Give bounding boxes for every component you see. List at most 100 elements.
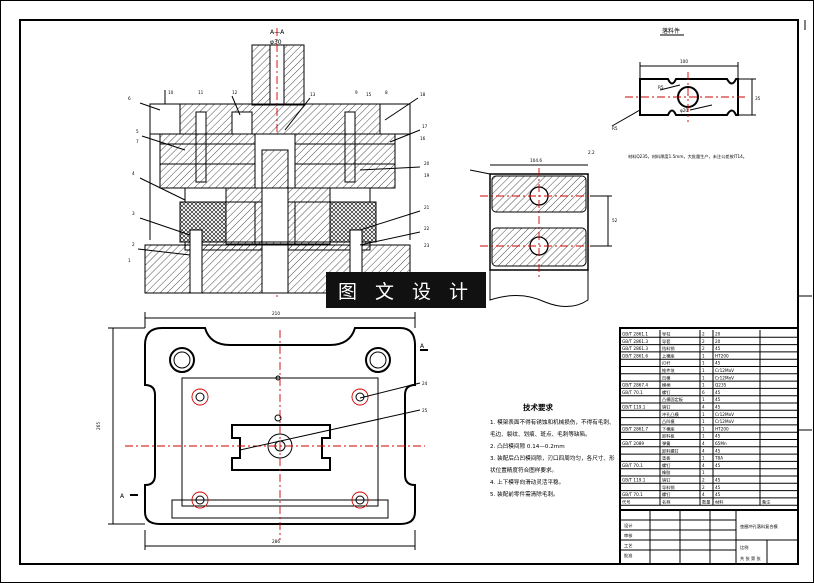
- bom-cell: GB/T 119.1: [622, 405, 646, 410]
- callout: 16: [420, 136, 426, 141]
- part-radius-1: R5: [658, 85, 664, 90]
- bom-cell: GB/T 2861.6: [622, 353, 648, 358]
- title-label-design: 设计: [624, 522, 632, 529]
- bom-cell: 45: [715, 485, 721, 490]
- callouts-left: 6 5 7 4 3 2 1: [128, 96, 139, 263]
- callout: 18: [420, 92, 426, 97]
- bom-cell: 1: [702, 368, 705, 373]
- callout: 25: [422, 408, 428, 413]
- bom-cell: 4: [702, 405, 705, 410]
- part-height: 35: [755, 96, 761, 101]
- technical-requirements: 技术要求 1. 模架表面不得有锈蚀和机械损伤，不得有毛刺、 毛边、裂纹、划痕、斑…: [490, 402, 615, 498]
- callout: 17: [422, 124, 428, 129]
- bom-cell: 65Mn: [715, 441, 727, 446]
- drawing-name: 垫圈冲孔落料复合模: [740, 523, 779, 530]
- bom-cell: 1: [702, 419, 705, 424]
- watermark-text: 图 文 设 计: [338, 281, 474, 303]
- bom-cell: 螺钉: [662, 462, 671, 469]
- bom-cell: 2: [702, 339, 705, 344]
- bom-cell: GB/T 119.1: [622, 478, 646, 483]
- part-note: 材料Q235，材料厚度1.5mm，大批量生产，未注公差按IT14。: [628, 153, 747, 160]
- bom-cell: 推件块: [662, 367, 675, 374]
- title-label-process: 工艺: [624, 543, 632, 548]
- bom-cell: 2: [702, 478, 705, 483]
- callout: 23: [424, 243, 430, 248]
- bom-cell: 4: [702, 492, 705, 497]
- callout: 20: [424, 161, 430, 166]
- bom-cell: GB/T 2089: [622, 441, 644, 446]
- callout: 6: [128, 96, 131, 101]
- watermark-banner: [326, 272, 486, 308]
- bom-cell: GB/T 2861.3: [622, 346, 648, 351]
- plan-dim-bottom: 286: [272, 539, 280, 544]
- leader-lines: [137, 95, 421, 256]
- bom-cell: 45: [715, 405, 721, 410]
- callout: 4: [132, 171, 135, 176]
- bom-cell: 导套: [662, 338, 671, 345]
- callout: 8: [385, 90, 388, 95]
- bom-cell: 20: [715, 339, 721, 344]
- callout: 2: [132, 242, 135, 247]
- tech-req-title: 技术要求: [523, 402, 553, 412]
- title-label-approve: 批准: [624, 552, 632, 559]
- bom-cell: 1: [702, 456, 705, 461]
- bom-cell: 卸料板: [662, 433, 675, 440]
- bom-cell: 1: [702, 470, 705, 475]
- section-mark-a-top: A: [420, 343, 425, 350]
- die-chamfer: 2.2: [588, 150, 595, 155]
- bom-cell: 打杆: [662, 360, 671, 367]
- bom-cell: GB/T 2861.3: [622, 339, 648, 344]
- callout: 1: [128, 258, 131, 263]
- bom-cell: 橡胶: [662, 469, 670, 476]
- bom-cell: 1: [702, 397, 705, 402]
- plan-view: [108, 312, 428, 550]
- bom-cell: 6: [702, 390, 705, 395]
- blank-part-view: 落料件: [611, 27, 756, 127]
- die-gap: 52: [612, 218, 618, 223]
- bom-header-cell: 数量: [702, 498, 710, 505]
- section-label: A—A: [270, 29, 285, 36]
- callout: 21: [424, 205, 430, 210]
- plan-dim-left: 265: [96, 422, 101, 430]
- section-view: [144, 28, 411, 300]
- bom-cell: 冲孔凸模: [662, 411, 680, 418]
- bom-cell: 螺钉: [662, 491, 671, 498]
- tech-req-line: 1. 模架表面不得有锈蚀和机械损伤，不得有毛刺、: [490, 418, 615, 426]
- bom-cell: 下模座: [662, 425, 675, 432]
- bom-cell: 上模座: [662, 352, 675, 359]
- bom-cell: 模柄: [662, 382, 670, 389]
- bom-cell: 4: [702, 441, 705, 446]
- tech-req-line: 5. 装配前零件需清除毛刺。: [490, 490, 559, 498]
- bom-cell: 垫板: [662, 455, 671, 462]
- bom-header-cell: 备注: [762, 498, 771, 505]
- bom-cell: 45: [715, 463, 721, 468]
- bom-cell: 导柱: [662, 331, 671, 338]
- bom-cell: 2: [702, 332, 705, 337]
- callout: 24: [422, 381, 428, 386]
- bom-cell: Cr12MoV: [715, 375, 734, 380]
- bom-header-cell: 材料: [715, 498, 724, 505]
- bom-cell: 1: [702, 426, 705, 431]
- callout: 15: [366, 92, 372, 97]
- bom-cell: GB/T 70.1: [622, 463, 643, 468]
- bom-cell: Cr12MoV: [715, 368, 734, 373]
- callouts-top: 18 17 16 15 13 12 11 10 9 8: [168, 90, 428, 141]
- bom-cell: 45: [715, 390, 721, 395]
- bom-cell: 45: [715, 361, 721, 366]
- section-mark-a-bottom: A: [120, 493, 125, 500]
- bom-cell: 45: [715, 478, 721, 483]
- bom-cell: 凹模: [662, 374, 671, 381]
- bom-cell: 弹簧: [662, 440, 670, 447]
- part-title: 落料件: [662, 27, 680, 35]
- bom-cell: 45: [715, 448, 721, 453]
- bom-cell: 4: [702, 463, 705, 468]
- bom-cell: 1: [702, 375, 705, 380]
- bom-cell: GB/T 70.1: [622, 492, 643, 497]
- tech-req-line: 毛边、裂纹、划痕、斑点、毛刺等缺陷。: [490, 430, 591, 438]
- bom-cell: Q235: [715, 383, 727, 388]
- bom-cell: 1: [702, 383, 705, 388]
- title-label-review: 审核: [624, 532, 633, 539]
- bom-cell: HT200: [715, 353, 729, 358]
- bom-cell: 1: [702, 434, 705, 439]
